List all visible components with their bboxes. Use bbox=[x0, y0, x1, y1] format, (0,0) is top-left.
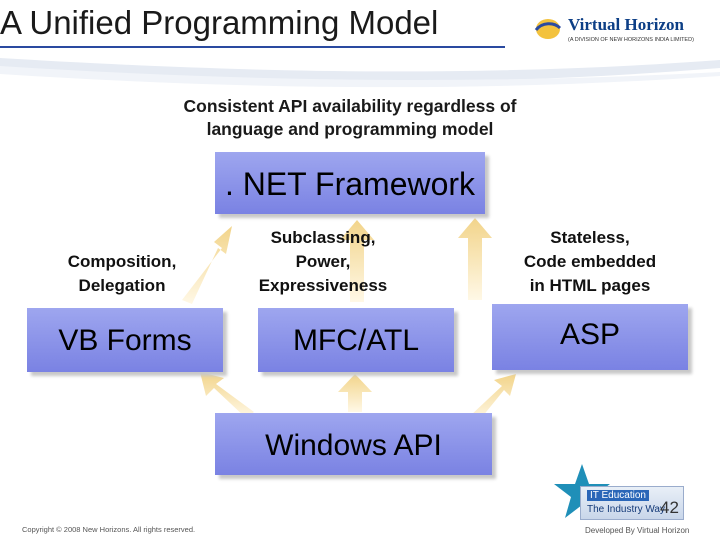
header-swoosh bbox=[0, 58, 720, 88]
description-line: Composition, bbox=[67, 252, 177, 271]
arrow-win-to-vb bbox=[200, 372, 254, 418]
description-line: Code embedded bbox=[523, 252, 657, 271]
arrow-win-to-mfc bbox=[338, 374, 372, 412]
badge-line2: The Industry Way bbox=[587, 504, 665, 515]
description-line: Power, bbox=[295, 252, 351, 271]
asp-box: ASP bbox=[492, 304, 688, 370]
dotnet-framework-box: . NET Framework bbox=[215, 152, 485, 214]
windows-api-label: Windows API bbox=[265, 429, 442, 462]
vb-forms-label: VB Forms bbox=[58, 324, 192, 357]
slide-subtitle: Consistent API availability regardless o… bbox=[100, 95, 600, 141]
subtitle-line: language and programming model bbox=[206, 119, 494, 139]
badge-line1: IT Education bbox=[587, 490, 649, 501]
description-line: Subclassing, bbox=[270, 228, 376, 247]
asp-description: Stateless, Code embedded in HTML pages bbox=[495, 226, 685, 298]
description-line: Delegation bbox=[78, 276, 166, 295]
mfc-atl-label: MFC/ATL bbox=[292, 324, 420, 357]
arrow-asp-to-net bbox=[458, 218, 492, 300]
vb-description: Composition, Delegation bbox=[42, 250, 202, 298]
arrow-vb-to-net bbox=[182, 226, 232, 304]
globe-icon bbox=[534, 19, 562, 39]
footer-developer: Developed By Virtual Horizon bbox=[585, 526, 690, 535]
subtitle-line: Consistent API availability regardless o… bbox=[183, 96, 517, 116]
it-education-badge: IT Education The Industry Way bbox=[552, 462, 720, 528]
virtual-horizon-logo: Virtual Horizon (A DIVISION OF NEW HORIZ… bbox=[530, 10, 715, 50]
badge-label-box: IT Education The Industry Way bbox=[580, 486, 684, 520]
arrow-win-to-asp bbox=[470, 374, 516, 422]
logo-tagline: (A DIVISION OF NEW HORIZONS INDIA LIMITE… bbox=[568, 37, 694, 43]
description-line: Stateless, bbox=[550, 228, 630, 247]
mfc-atl-box: MFC/ATL bbox=[258, 308, 454, 372]
windows-api-box: Windows API bbox=[215, 413, 492, 475]
arrow-mfc-to-net bbox=[340, 220, 374, 302]
asp-label: ASP bbox=[559, 318, 621, 351]
title-underline bbox=[0, 46, 505, 48]
vb-forms-box: VB Forms bbox=[27, 308, 223, 372]
description-line: Expressiveness bbox=[258, 276, 388, 295]
logo-name: Virtual Horizon bbox=[568, 15, 684, 34]
page-number: 42 bbox=[660, 498, 679, 517]
footer-copyright: Copyright © 2008 New Horizons. All right… bbox=[22, 525, 196, 534]
slide-title: A Unified Programming Model bbox=[0, 4, 439, 41]
dotnet-framework-label: . NET Framework bbox=[224, 166, 476, 202]
description-line: in HTML pages bbox=[529, 276, 651, 295]
mfc-description: Subclassing, Power, Expressiveness bbox=[233, 226, 413, 298]
